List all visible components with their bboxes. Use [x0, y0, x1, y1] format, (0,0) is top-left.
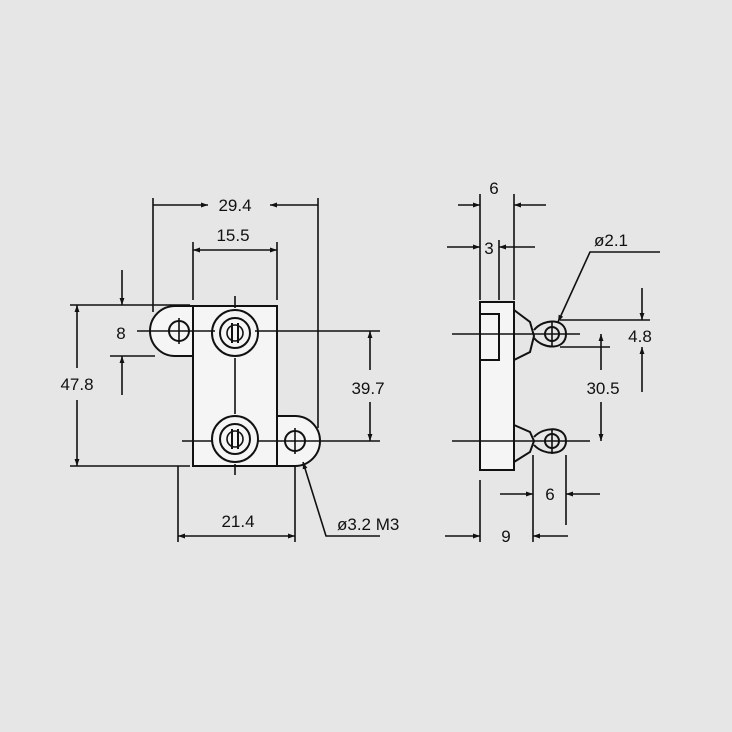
lower-terminal-tab: [513, 424, 536, 463]
extension-lines: [70, 198, 319, 542]
dim-terminal-width: 4.8: [628, 327, 652, 346]
dim-lug-height: 8: [116, 324, 125, 343]
side-recess: [479, 313, 500, 361]
dim-recess: 3: [484, 239, 493, 258]
dim-thickness: 6: [489, 179, 498, 198]
upper-terminal-screw: [211, 309, 259, 357]
hole-callout: ø3.2 M3: [337, 515, 399, 534]
side-center-lines: [452, 322, 590, 454]
side-view: 6 3 ø2.1 4.8 30.5 6 9: [445, 179, 660, 546]
side-body: [479, 301, 515, 471]
lower-terminal-screw: [211, 415, 259, 463]
front-view: 29.4 15.5 8 47.8 39.7 21.4 ø3.2 M3: [60, 196, 399, 542]
dim-lug-span: 21.4: [221, 512, 254, 531]
dim-width-overall: 29.4: [218, 196, 251, 215]
terminal-hole-callout: ø2.1: [594, 231, 628, 250]
dim-terminal-offset: 6: [545, 485, 554, 504]
upper-terminal-tab: [513, 309, 536, 361]
dim-width-body: 15.5: [216, 226, 249, 245]
dim-terminal-spacing: 30.5: [586, 379, 619, 398]
dim-depth: 9: [501, 527, 510, 546]
dim-height-overall: 47.8: [60, 375, 93, 394]
dim-hole-spacing: 39.7: [351, 379, 384, 398]
